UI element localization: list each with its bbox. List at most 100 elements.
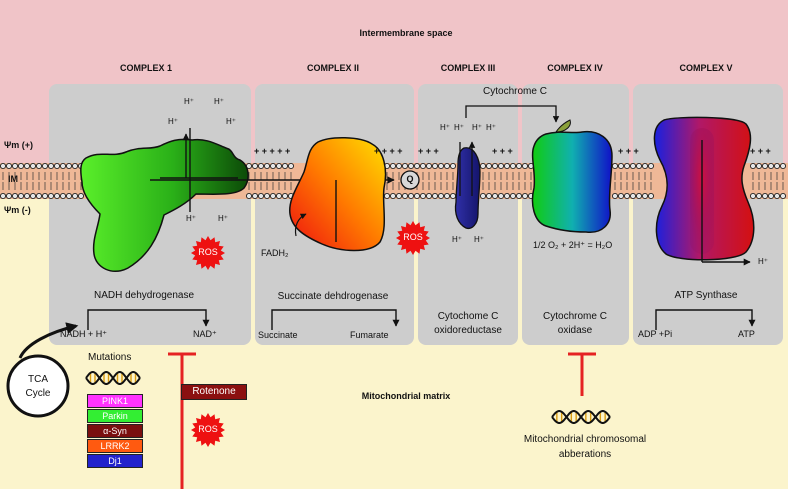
lipid-head — [77, 192, 85, 200]
lipid-head — [23, 162, 31, 170]
lipid-head — [59, 192, 67, 200]
proton-label: H⁺ — [486, 123, 496, 132]
lipid-head — [389, 162, 397, 170]
proton-label: H⁺ — [472, 123, 482, 132]
lipid-head — [647, 192, 655, 200]
complex-4-shape — [531, 130, 613, 233]
complex-5-pump-lines — [701, 140, 750, 262]
proton-label: H⁺ — [454, 123, 464, 132]
dna-helix-icon — [85, 371, 141, 385]
complex-3-pump-lines — [459, 142, 472, 196]
lipid-head — [515, 192, 523, 200]
fadh2-label: FADH₂ — [261, 248, 289, 258]
tca-cycle-label-line1: TCA — [28, 374, 48, 385]
lipid-head — [413, 192, 421, 200]
lipid-head — [647, 162, 655, 170]
ros-label: ROS — [403, 232, 423, 242]
nad-label: NAD⁺ — [193, 329, 217, 339]
lipid-head — [65, 192, 73, 200]
lipid-head — [245, 192, 253, 200]
lipid-head — [749, 192, 757, 200]
fumarate-label: Fumarate — [350, 330, 389, 340]
complex-1-heading: COMPLEX 1 — [119, 63, 173, 73]
lipid-head — [497, 162, 505, 170]
lipid-head — [479, 162, 487, 170]
complex-3-enzyme-name-line2: oxidoreductase — [434, 325, 502, 336]
lipid-head — [779, 162, 787, 170]
rotenone-badge: Rotenone — [181, 384, 247, 400]
lipid-head — [383, 192, 391, 200]
dna-strand — [551, 410, 611, 424]
lipid-head — [443, 162, 451, 170]
mutations-inhibition-bar — [168, 352, 196, 489]
lipid-head — [479, 192, 487, 200]
lipid-head — [29, 162, 37, 170]
lipid-head — [5, 162, 13, 170]
lipid-head — [449, 162, 457, 170]
lipid-head — [773, 192, 781, 200]
lipid-head — [761, 162, 769, 170]
lipid-head — [413, 162, 421, 170]
fadh2-arrow — [294, 213, 307, 237]
lipid-head — [251, 192, 259, 200]
lipid-head — [407, 162, 415, 170]
lipid-head — [53, 162, 61, 170]
proton-label: H⁺ — [452, 235, 462, 244]
proton-label: H⁺ — [226, 117, 236, 126]
lipid-head — [749, 162, 757, 170]
lipid-head — [761, 192, 769, 200]
lipid-head — [41, 162, 49, 170]
lipid-head — [623, 192, 631, 200]
complex-4-heading: COMPLEX IV — [547, 63, 603, 73]
lipid-head — [629, 162, 637, 170]
lipid-head — [521, 162, 529, 170]
lipid-head — [269, 162, 277, 170]
adp-label: ADP +Pi — [638, 329, 673, 339]
oxygen-reduction-equation: 1/2 O₂ + 2H⁺ = H₂O — [533, 240, 613, 250]
proton-label: H⁺ — [186, 214, 196, 223]
complex-4-enzyme-name-line1: Cytochrome C — [543, 311, 607, 322]
lipid-head — [773, 162, 781, 170]
lipid-head — [419, 162, 427, 170]
complex-4-stem — [555, 119, 571, 133]
complex-1-enzyme-name: NADH dehydrogenase — [93, 290, 195, 301]
complex-5-heading: COMPLEX V — [679, 63, 733, 73]
ros-label: ROS — [198, 247, 218, 257]
lipid-head — [401, 162, 409, 170]
cytochrome-c-label: Cytochrome C — [483, 86, 547, 97]
lipid-head — [485, 162, 493, 170]
charge-marks: + + + — [418, 146, 439, 156]
succinate-label: Succinate — [258, 330, 298, 340]
lipid-head — [755, 192, 763, 200]
lipid-head — [41, 192, 49, 200]
complex-5-reaction-arrow — [655, 309, 756, 330]
lipid-head — [263, 162, 271, 170]
lipid-head — [275, 192, 283, 200]
lipid-head — [431, 162, 439, 170]
lipid-head — [47, 162, 55, 170]
lipid-head — [641, 162, 649, 170]
matrix-label: Mitochondrial matrix — [361, 391, 451, 401]
lipid-head — [263, 192, 271, 200]
lipid-head — [629, 192, 637, 200]
lipid-head — [521, 192, 529, 200]
lipid-head — [395, 162, 403, 170]
complex-4-enzyme-name-line2: oxidase — [557, 325, 593, 336]
lipid-head — [407, 192, 415, 200]
lipid-head — [425, 162, 433, 170]
membrane-potential-negative: Ψm (-) — [4, 205, 31, 215]
intermembrane-space-label: Intermembrane space — [359, 28, 453, 38]
lipid-head — [11, 192, 19, 200]
chromosomal-inhibition-bar — [568, 352, 596, 396]
lipid-head — [635, 192, 643, 200]
lipid-head — [0, 162, 7, 170]
nadh-label: NADH + H⁺ — [60, 329, 108, 339]
lipid-head — [611, 192, 619, 200]
charge-marks: + + + + + — [254, 146, 291, 156]
membrane-potential-positive: Ψm (+) — [4, 140, 34, 150]
mutation-badge: α-Syn — [87, 424, 143, 438]
tca-cycle-circle — [6, 354, 70, 418]
lipid-head — [515, 162, 523, 170]
lipid-head — [431, 192, 439, 200]
